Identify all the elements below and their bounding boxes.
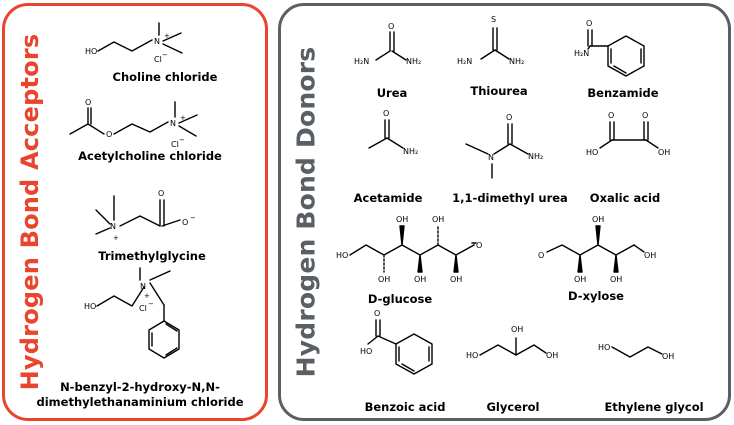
donors-panel	[278, 3, 731, 421]
choline-chloride-structure: HO N + Cl −	[85, 22, 183, 64]
svg-text:HO: HO	[84, 302, 96, 311]
svg-text:O: O	[538, 251, 544, 260]
svg-text:Cl: Cl	[154, 55, 162, 64]
n-benzyl-dimethylethanaminium-chloride-label: N-benzyl-2-hydroxy-N,N-dimethylethanamin…	[36, 380, 244, 409]
svg-text:OH: OH	[432, 215, 444, 224]
svg-text:N: N	[154, 37, 160, 46]
svg-text:H₂N: H₂N	[574, 49, 589, 58]
trimethylglycine-structure: N + O O −	[95, 189, 196, 242]
svg-text:NH₂: NH₂	[528, 152, 543, 161]
svg-text:OH: OH	[511, 325, 523, 334]
svg-text:OH: OH	[592, 215, 604, 224]
d-xylose-structure: O OH OH OH OH	[538, 215, 656, 284]
svg-text:O: O	[388, 22, 394, 31]
svg-text:N: N	[170, 119, 176, 128]
svg-text:+: +	[180, 114, 186, 122]
svg-text:HO: HO	[586, 148, 598, 157]
svg-text:N: N	[488, 153, 494, 162]
acetylcholine-chloride-structure: O O N + Cl −	[69, 98, 198, 149]
svg-text:O: O	[642, 111, 648, 120]
thiourea-structure: S H₂N NH₂	[457, 15, 524, 66]
svg-text:H₂N: H₂N	[457, 57, 472, 66]
svg-text:OH: OH	[378, 275, 390, 284]
urea-structure: H₂N O NH₂	[354, 22, 421, 66]
glycerol-structure: HO OH OH	[466, 325, 558, 360]
svg-text:OH: OH	[658, 148, 670, 157]
svg-text:OH: OH	[396, 215, 408, 224]
urea-label: Urea	[376, 86, 408, 100]
svg-text:+: +	[144, 292, 150, 300]
dimethyl-urea-label: 1,1-dimethyl urea	[452, 191, 568, 205]
svg-text:−: −	[190, 214, 196, 222]
svg-text:OH: OH	[610, 275, 622, 284]
dimethyl-urea-structure: O NH₂ N	[465, 113, 543, 179]
svg-text:Cl: Cl	[171, 140, 179, 149]
svg-text:NH₂: NH₂	[406, 57, 421, 66]
glycerol-label: Glycerol	[486, 400, 540, 414]
svg-text:O: O	[85, 98, 91, 107]
trimethylglycine-label: Trimethylglycine	[98, 249, 206, 263]
svg-text:+: +	[164, 32, 170, 40]
acetamide-structure: O NH₂	[368, 109, 418, 156]
svg-text:OH: OH	[662, 352, 674, 361]
n-benzyl-dimethylethanaminium-chloride-structure: HO N + Cl −	[84, 267, 180, 359]
svg-text:−: −	[162, 51, 168, 59]
svg-text:OH: OH	[644, 251, 656, 260]
d-glucose-structure: HO O OH OH OH OH OH	[336, 215, 482, 284]
svg-text:OH: OH	[450, 275, 462, 284]
svg-text:Cl: Cl	[139, 304, 147, 313]
choline-chloride-label: Choline chloride	[112, 70, 218, 84]
svg-text:O: O	[374, 309, 380, 318]
svg-text:O: O	[158, 189, 164, 198]
ethylene-glycol-label: Ethylene glycol	[604, 400, 704, 414]
thiourea-label: Thiourea	[470, 84, 528, 98]
ethylene-glycol-structure: HO OH	[598, 343, 674, 361]
svg-text:S: S	[491, 15, 496, 24]
svg-text:N: N	[110, 222, 116, 231]
d-glucose-label: D-glucose	[367, 292, 433, 306]
benzoic-acid-structure: O HO	[360, 309, 433, 375]
acceptors-panel	[2, 3, 268, 421]
svg-text:HO: HO	[466, 351, 478, 360]
svg-text:HO: HO	[85, 47, 97, 56]
svg-text:−: −	[179, 136, 185, 144]
svg-text:+: +	[113, 234, 119, 242]
svg-text:N: N	[140, 282, 146, 291]
svg-text:O: O	[182, 218, 188, 227]
svg-text:OH: OH	[414, 275, 426, 284]
svg-text:HO: HO	[336, 251, 348, 260]
svg-text:O: O	[106, 130, 112, 139]
svg-text:NH₂: NH₂	[403, 147, 418, 156]
svg-text:NH₂: NH₂	[509, 57, 524, 66]
svg-text:HO: HO	[598, 343, 610, 352]
benzamide-label: Benzamide	[587, 86, 659, 100]
acceptors-title: Hydrogen Bond Acceptors	[16, 33, 44, 391]
oxalic-acid-structure: O O HO OH	[586, 111, 670, 157]
svg-text:−: −	[148, 300, 154, 308]
acetamide-label: Acetamide	[353, 191, 423, 205]
svg-text:HO: HO	[360, 347, 372, 356]
svg-text:OH: OH	[574, 275, 586, 284]
oxalic-acid-label: Oxalic acid	[589, 191, 661, 205]
svg-text:O: O	[586, 19, 592, 28]
svg-text:H₂N: H₂N	[354, 57, 369, 66]
svg-text:OH: OH	[546, 351, 558, 360]
benzamide-structure: O H₂N	[574, 19, 645, 77]
svg-text:O: O	[506, 113, 512, 122]
donors-title: Hydrogen Bond Donors	[291, 46, 321, 378]
d-xylose-label: D-xylose	[568, 289, 624, 303]
svg-text:O: O	[476, 241, 482, 250]
svg-text:O: O	[383, 109, 389, 118]
svg-text:O: O	[608, 111, 614, 120]
acetylcholine-chloride-label: Acetylcholine chloride	[78, 149, 222, 163]
benzoic-acid-label: Benzoic acid	[364, 400, 446, 414]
